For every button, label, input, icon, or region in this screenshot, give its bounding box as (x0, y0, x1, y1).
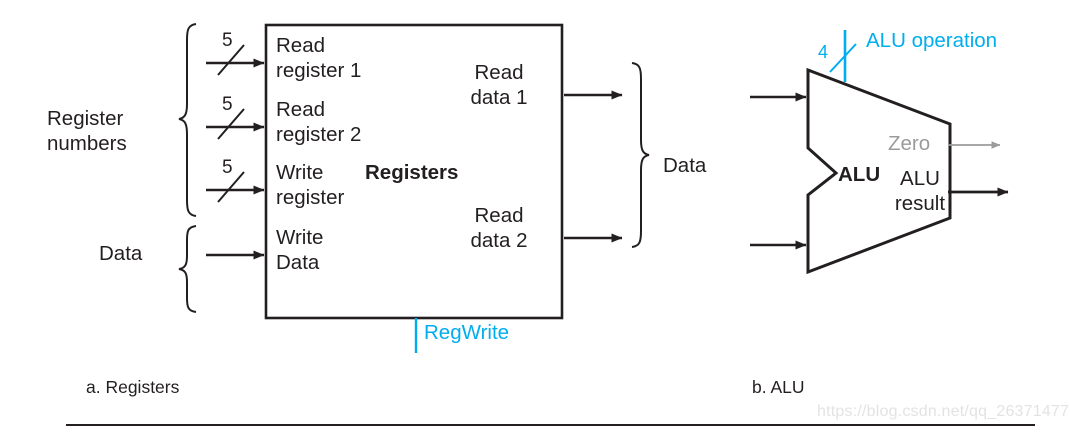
port-label-read-register-2-line1: Read (276, 98, 326, 121)
watermark: https://blog.csdn.net/qq_26371477 (817, 403, 1070, 420)
brace-data-output (631, 62, 650, 248)
bus-width-label-1: 5 (222, 30, 233, 51)
port-label-write-data-line2: Data (276, 251, 320, 274)
bus-slash-2 (217, 108, 245, 140)
bus-slash-3 (217, 171, 245, 203)
port-label-read-register-2-line2: register 2 (276, 123, 362, 146)
alu-control-bus-slash (829, 43, 857, 73)
port-label-read-data-2-line2: data 2 (470, 229, 528, 252)
regwrite-control-label: RegWrite (424, 321, 510, 344)
alu-result-output-label-line2: result (894, 192, 946, 215)
caption-a-registers: a. Registers (86, 377, 180, 397)
registers-box (264, 23, 564, 320)
port-label-write-data-line1: Write (276, 226, 324, 249)
port-label-write-register-line2: register (276, 186, 345, 209)
alu-control-bus-width-label: 4 (818, 42, 829, 62)
caption-b-alu: b. ALU (752, 377, 805, 397)
port-label-read-data-2-line1: Read (474, 204, 524, 227)
port-label-read-data-1-line1: Read (474, 61, 524, 84)
port-label-read-register-1-line2: register 1 (276, 59, 362, 82)
port-label-read-data-1-line2: data 1 (470, 86, 528, 109)
bus-width-label-3: 5 (222, 157, 233, 178)
group-label-data-output: Data (663, 154, 707, 177)
alu-result-output-label-line1: ALU (900, 167, 940, 190)
alu-block-label: ALU (838, 163, 881, 186)
alu-operation-control-label: ALU operation (866, 29, 998, 52)
brace-data-input (178, 225, 197, 313)
brace-register-numbers (178, 23, 197, 217)
registers-block-label: Registers (365, 161, 459, 184)
group-label-register-numbers-line2: numbers (47, 132, 127, 155)
bus-width-label-2: 5 (222, 94, 233, 115)
port-label-write-register-line1: Write (276, 161, 324, 184)
group-label-data-input: Data (99, 242, 143, 265)
port-label-read-register-1-line1: Read (276, 34, 326, 57)
alu-shape (806, 67, 952, 275)
bus-slash-1 (217, 44, 245, 76)
group-label-register-numbers-line1: Register (47, 107, 124, 130)
alu-zero-output-label: Zero (888, 132, 931, 155)
